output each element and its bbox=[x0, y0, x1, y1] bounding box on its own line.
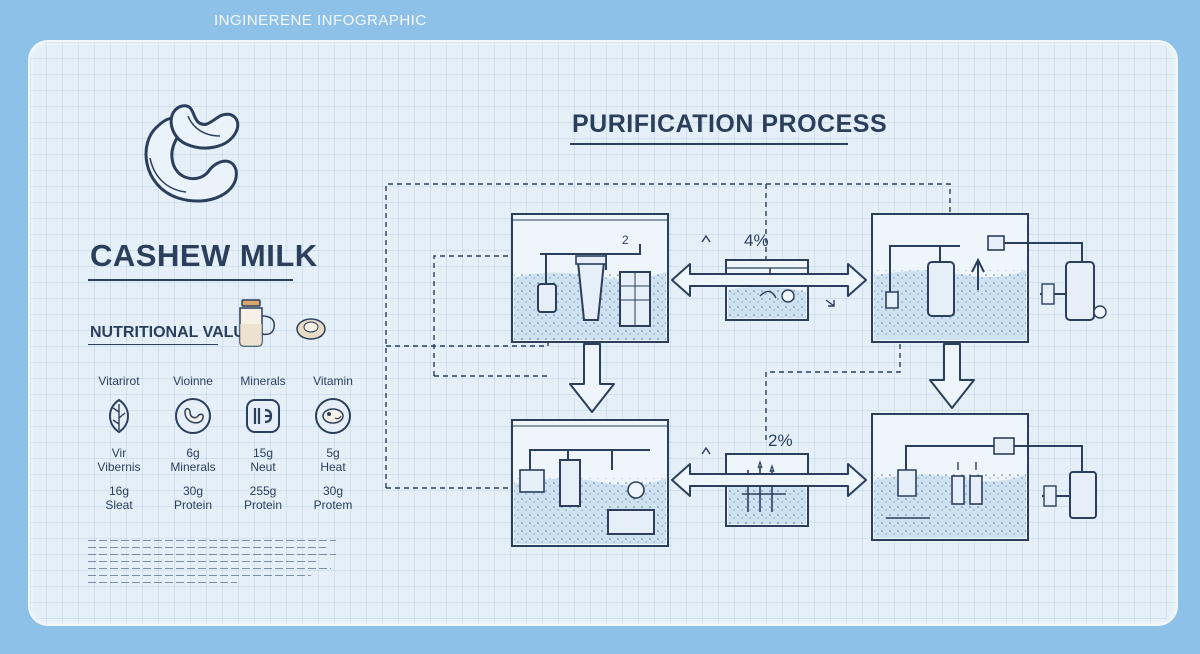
nutrition-line-4: Protem bbox=[313, 498, 353, 512]
leaf-icon bbox=[109, 398, 129, 434]
flow-arrow-bottom bbox=[671, 463, 867, 497]
nutrition-line-1: 15g bbox=[252, 446, 274, 460]
tank-top-left bbox=[511, 213, 669, 343]
cashew-nut-small-icon bbox=[296, 318, 326, 340]
nutrition-column-2: Vioinne 6g Minerals 30g Protein bbox=[156, 374, 230, 512]
nutrition-line-2: Minerals bbox=[170, 460, 216, 474]
milk-jar-icon bbox=[239, 299, 275, 347]
nutrition-column-3: Minerals 15g Neut 255g Protein bbox=[226, 374, 300, 512]
dashed-connectors bbox=[385, 183, 951, 489]
stage-label: 2 bbox=[622, 233, 629, 247]
caret-marker bbox=[701, 446, 711, 455]
nutrition-line-1: 5g bbox=[326, 446, 340, 460]
caret-marker bbox=[701, 234, 711, 243]
transfer-unit-top bbox=[725, 259, 809, 321]
nutrition-line-4: Protein bbox=[173, 498, 213, 512]
nutrition-line-2: Heat bbox=[320, 460, 346, 474]
cashew-icon bbox=[175, 398, 211, 434]
process-title: PURIFICATION PROCESS bbox=[572, 110, 888, 138]
flow-arrow-top bbox=[671, 263, 867, 297]
nut-icon bbox=[315, 398, 351, 434]
fine-print-block bbox=[88, 534, 336, 589]
header-title: INGINERENE INFOGRAPHIC bbox=[214, 12, 427, 29]
tank-bottom-right bbox=[871, 413, 1097, 541]
nutrition-line-3: 255g bbox=[249, 484, 277, 498]
nutrition-line-1: 6g bbox=[186, 446, 200, 460]
nutrition-line-3: 16g bbox=[108, 484, 130, 498]
nutrition-name: Vitarirot bbox=[98, 374, 140, 388]
product-title: CASHEW MILK bbox=[90, 238, 318, 273]
nutrition-column-1: Vitarirot Vir Vibernis 16g Sleat bbox=[82, 374, 156, 512]
flow-label-bottom: 2% bbox=[768, 431, 793, 450]
process-title-underline bbox=[570, 143, 848, 145]
flow-label-top: 4% bbox=[744, 231, 769, 250]
nutrition-title: NUTRITIONAL VALUE bbox=[90, 324, 256, 341]
nutrition-line-1: Vir bbox=[111, 446, 127, 460]
mineral-icon bbox=[246, 399, 280, 433]
down-arrow-left bbox=[569, 343, 615, 413]
cashew-illustration-icon bbox=[144, 104, 240, 203]
nutrition-title-underline bbox=[88, 344, 218, 345]
nutrition-line-3: 30g bbox=[182, 484, 204, 498]
nutrition-column-4: Vitamin 5g Heat 30g Protem bbox=[296, 374, 370, 512]
nutrition-line-2: Vibernis bbox=[97, 460, 141, 474]
tank-bottom-left bbox=[511, 419, 669, 547]
product-title-underline bbox=[88, 279, 293, 281]
nutrition-line-3: 30g bbox=[322, 484, 344, 498]
nutrition-name: Minerals bbox=[240, 374, 286, 388]
nutrition-name: Vitamin bbox=[313, 374, 353, 388]
nutrition-line-2: Neut bbox=[250, 460, 276, 474]
tank-top-right bbox=[871, 213, 1107, 343]
nutrition-name: Vioinne bbox=[173, 374, 213, 388]
transfer-unit-bottom bbox=[725, 453, 809, 527]
nutrition-line-4: Protein bbox=[243, 498, 283, 512]
nutrition-line-4: Sleat bbox=[105, 498, 133, 512]
arrow-marker bbox=[825, 299, 835, 307]
down-arrow-right bbox=[929, 343, 975, 409]
